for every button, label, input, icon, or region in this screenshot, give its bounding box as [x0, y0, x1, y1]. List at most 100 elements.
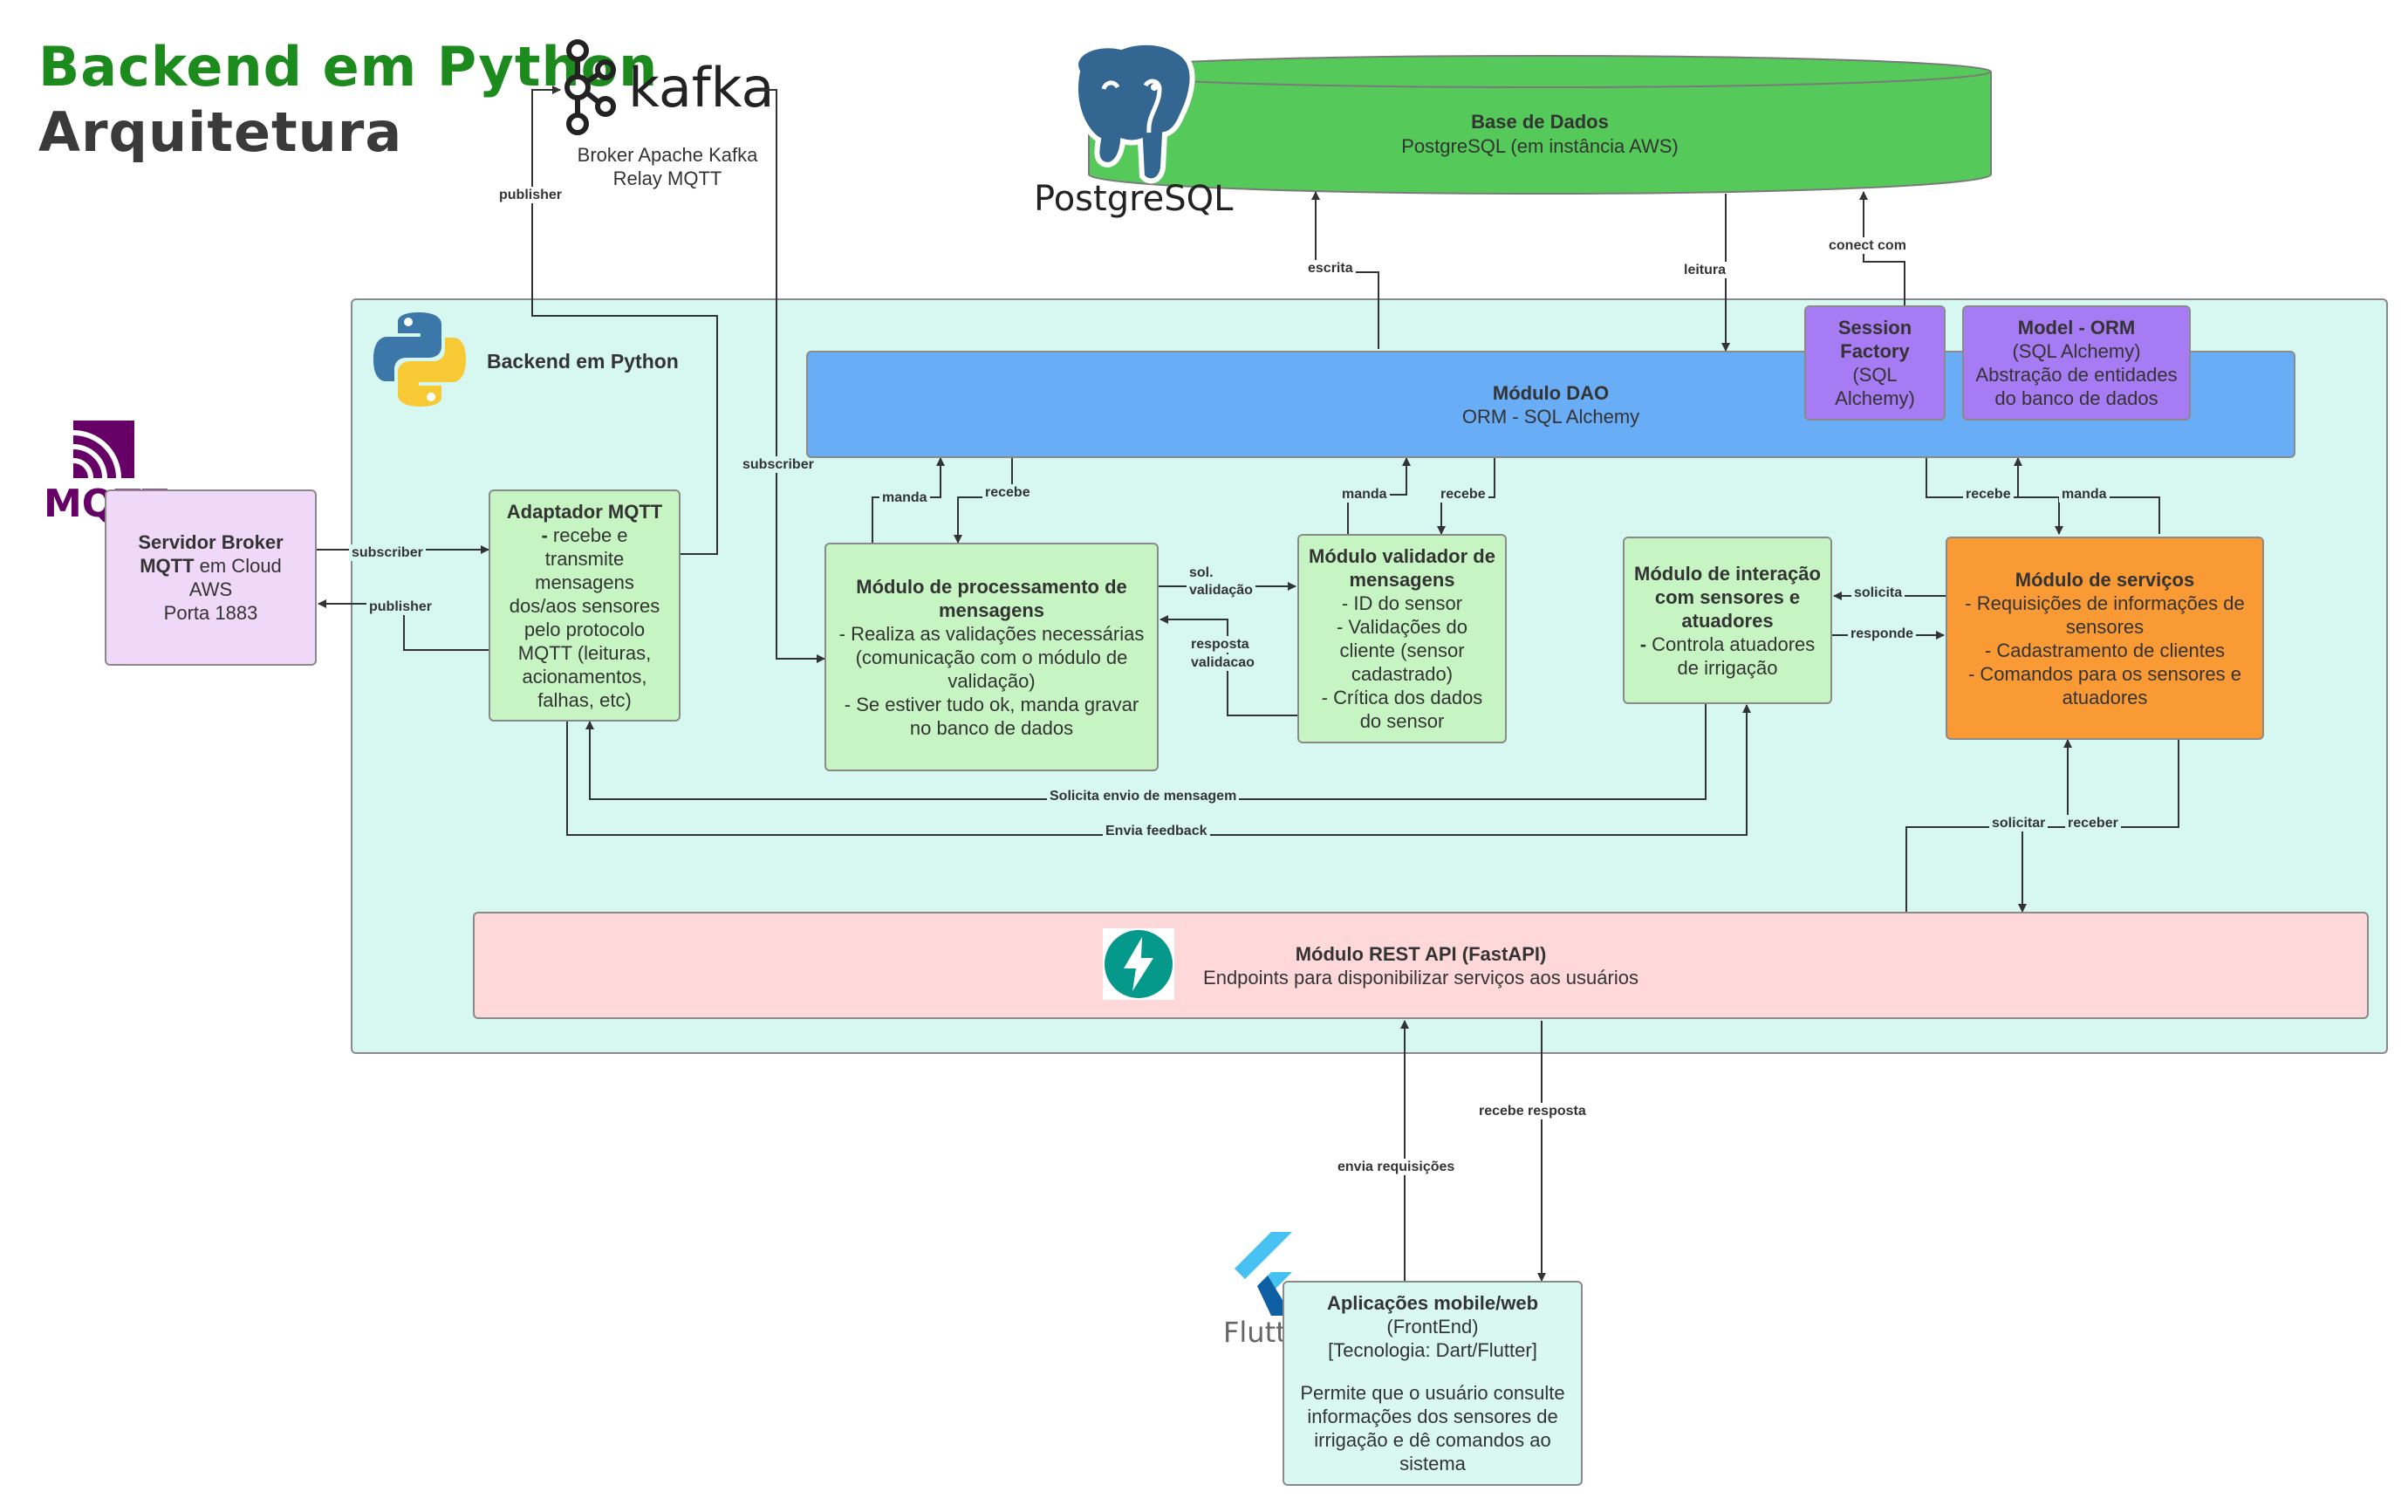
mqtt-server-title-1: Servidor Broker [138, 531, 284, 553]
edge-label-recebe-proc: recebe [982, 484, 1033, 501]
frontend-title: Aplicações mobile/web [1326, 1292, 1539, 1314]
frontend-line-5: irrigação e dê comandos ao [1314, 1429, 1551, 1451]
validator-title-1: Módulo validador de [1309, 545, 1495, 567]
edge-label-sol-validacao-1: sol. [1187, 564, 1216, 581]
frontend-line-3: Permite que o usuário consulte [1300, 1382, 1565, 1404]
edge-label-sol-validacao-2: validação [1187, 582, 1255, 599]
postgresql-logo-label: PostgreSQL [1034, 179, 1234, 219]
model-orm-title: Model - ORM [2017, 317, 2136, 339]
model-orm-desc-3: do banco de dados [1994, 387, 2158, 409]
services-line-5: atuadores [2062, 686, 2148, 708]
processing-title-1: Módulo de processamento de [856, 575, 1127, 598]
services-line-3: - Cadastramento de clientes [1984, 639, 2226, 661]
mqtt-adapter-line-8: falhas, etc) [537, 688, 632, 711]
model-orm-desc-2: Abstração de entidades [1975, 364, 2178, 386]
database-title: Base de Dados [1471, 111, 1609, 133]
rest-api-module-box: Módulo REST API (FastAPI) Endpoints para… [473, 912, 2369, 1019]
mqtt-adapter-line-1: - recebe e [541, 523, 627, 547]
interaction-dash: - [1639, 633, 1652, 655]
database-description: PostgreSQL (em instância AWS) [1401, 135, 1679, 157]
edge-label-solicitar: solicitar [1989, 815, 2049, 831]
frontend-line-1: (FrontEnd) [1386, 1316, 1479, 1338]
kafka-logo-text: kafka [628, 56, 775, 120]
postgresql-logo-text: PostgreSQL [1034, 179, 1233, 219]
postgresql-elephant-icon [1051, 37, 1208, 194]
interaction-title-3: atuadores [1681, 609, 1774, 632]
edge-label-recebe-resposta: recebe resposta [1476, 1103, 1589, 1119]
mqtt-server-title-2-rest: em Cloud [194, 555, 282, 577]
interaction-line-2: de irrigação [1677, 656, 1778, 679]
mqtt-adapter-line-3: mensagens [535, 571, 634, 593]
validator-line-4: cadastrado) [1351, 663, 1454, 685]
processing-line-4: - Se estiver tudo ok, manda gravar [844, 693, 1139, 715]
interaction-title-2: com sensores e [1654, 585, 1801, 608]
mqtt-server-line-4: Porta 1883 [163, 602, 258, 624]
services-title: Módulo de serviços [2015, 568, 2195, 591]
dao-description: ORM - SQL Alchemy [1461, 405, 1640, 428]
mqtt-adapter-dash: - [541, 523, 553, 546]
backend-container-label: Backend em Python [487, 350, 679, 373]
edge-label-solicita-envio: Solicita envio de mensagem [1047, 788, 1240, 804]
edge-label-manda-val: manda [1339, 486, 1390, 503]
processing-module-box: Módulo de processamento de mensagens - R… [824, 543, 1159, 771]
model-orm-desc-1: (SQL Alchemy) [2012, 340, 2141, 362]
services-line-1: - Requisições de informações de [1965, 592, 2245, 614]
validator-line-3: cliente (sensor [1339, 640, 1465, 661]
edge-label-solicita: solicita [1851, 585, 1905, 601]
edge-label-manda-proc: manda [879, 489, 930, 506]
mqtt-adapter-line-2: transmite [544, 547, 625, 570]
edge-label-envia-requisicoes: envia requisições [1335, 1159, 1458, 1175]
mqtt-server-line-2: MQTT em Cloud [140, 554, 282, 578]
edge-label-leitura: leitura [1681, 262, 1729, 278]
rest-api-description: Endpoints para disponibilizar serviços a… [1203, 966, 1638, 989]
mqtt-adapter-box: Adaptador MQTT - recebe e transmite mens… [489, 489, 681, 722]
fastapi-logo-icon [1103, 928, 1174, 1000]
edge-label-publisher-kafka: publisher [496, 187, 565, 203]
mqtt-server-line-3: AWS [188, 578, 233, 600]
interaction-line-1: - Controla atuadores [1640, 633, 1816, 656]
edge-label-resposta-validacao-1: resposta [1188, 636, 1252, 653]
validator-module-box: Módulo validador de mensagens - ID do se… [1297, 534, 1507, 743]
edge-label-manda-serv: manda [2059, 486, 2110, 503]
validator-title-2: mensagens [1349, 569, 1455, 591]
services-module-box: Módulo de serviços - Requisições de info… [1946, 537, 2264, 740]
validator-line-2: - Validações do [1336, 616, 1467, 638]
frontend-line-6: sistema [1399, 1453, 1466, 1474]
mqtt-adapter-line-5: pelo protocolo [523, 618, 646, 640]
processing-line-5: no banco de dados [909, 716, 1074, 739]
processing-line-3: validação) [947, 669, 1036, 692]
edge-label-recebe-val: recebe [1438, 486, 1488, 503]
python-logo-icon [366, 307, 473, 412]
processing-title-2: mensagens [938, 599, 1045, 621]
processing-line-2: (comunicação com o módulo de [855, 646, 1128, 668]
services-line-2: sensores [2065, 615, 2145, 638]
dao-title: Módulo DAO [1492, 381, 1610, 404]
edge-label-envia-feedback: Envia feedback [1103, 823, 1210, 839]
edge-label-recebe-serv: recebe [1963, 486, 2014, 503]
session-factory-box: Session Factory (SQL Alchemy) [1804, 305, 1946, 421]
validator-line-1: - ID do sensor [1341, 592, 1463, 614]
session-factory-desc-1: (SQL [1852, 364, 1898, 386]
interaction-title-1: Módulo de interação [1634, 562, 1821, 585]
edge-label-subscriber-kafka: subscriber [740, 456, 817, 473]
mqtt-server-title-2: MQTT [140, 555, 195, 577]
frontend-app-box: Aplicações mobile/web (FrontEnd) [Tecnol… [1283, 1281, 1583, 1486]
mqtt-server-box: Servidor Broker MQTT em Cloud AWS Porta … [105, 489, 317, 666]
edge-label-escrita: escrita [1305, 260, 1356, 277]
mqtt-adapter-line-4: dos/aos sensores [509, 594, 660, 617]
mqtt-adapter-title: Adaptador MQTT [506, 500, 663, 523]
mqtt-logo-icon [72, 421, 134, 479]
mqtt-adapter-line-7: acionamentos, [522, 665, 647, 688]
edge-label-publisher-mqtt: publisher [366, 599, 435, 615]
interaction-line-1-text: Controla atuadores [1652, 633, 1816, 655]
edge-label-receber: receber [2065, 815, 2121, 831]
page-subtitle: Arquitetura [38, 100, 403, 164]
validator-line-5: - Crítica dos dados [1321, 687, 1483, 708]
frontend-line-2: [Tecnologia: Dart/Flutter] [1328, 1339, 1537, 1361]
kafka-desc-line1: Broker Apache Kafka [577, 144, 758, 166]
edge-label-conect-com: conect com [1826, 237, 1909, 254]
kafka-desc-line2: Relay MQTT [612, 168, 722, 189]
interaction-module-box: Módulo de interação com sensores e atuad… [1623, 537, 1832, 704]
mqtt-adapter-line-6: MQTT (leituras, [517, 641, 652, 664]
rest-api-title: Módulo REST API (FastAPI) [1295, 942, 1547, 965]
